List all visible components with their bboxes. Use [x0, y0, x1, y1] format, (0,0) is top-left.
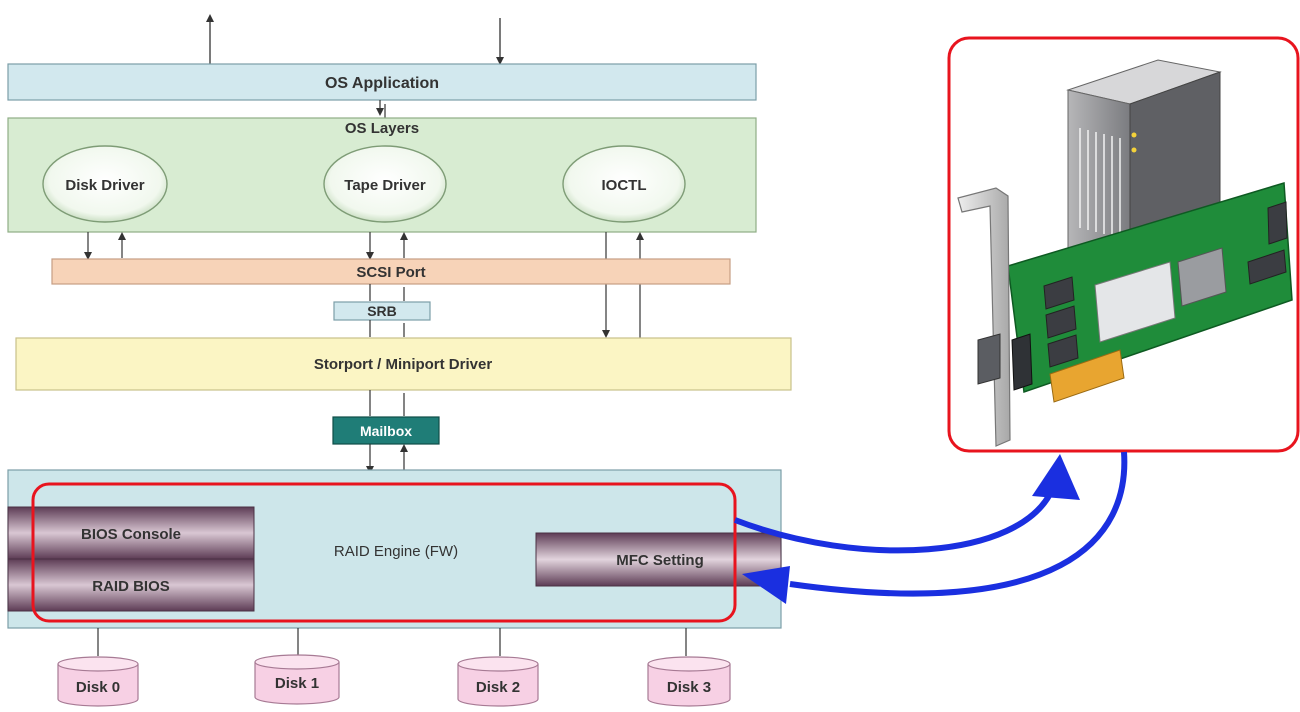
disk-0: Disk 0 [57, 656, 139, 707]
scsi-port-label: SCSI Port [356, 264, 425, 281]
disk-driver-label: Disk Driver [65, 177, 144, 194]
raid-bios-label: RAID BIOS [92, 578, 170, 595]
disk-3: Disk 3 [647, 656, 731, 707]
raid-engine-highlight [31, 482, 737, 623]
ioctl-label: IOCTL [602, 177, 647, 194]
disk-2-label: Disk 2 [476, 679, 520, 696]
ioctl-ellipse: IOCTL [562, 145, 686, 223]
bios-console-label: BIOS Console [81, 526, 181, 543]
disk-0-label: Disk 0 [76, 679, 120, 696]
raid-controller-card-icon [957, 182, 1293, 447]
ioctl-storport-connectors [602, 232, 644, 338]
srb-box: SRB [333, 301, 431, 321]
storport-driver-bar: Storport / Miniport Driver [15, 337, 792, 391]
config-flow-arrows [733, 451, 1128, 604]
os-layers-label: OS Layers [345, 120, 419, 137]
mailbox-label: Mailbox [360, 423, 412, 439]
disk-1: Disk 1 [254, 654, 340, 705]
layers-scsi-connectors [84, 232, 408, 260]
raid-engine-label: RAID Engine (FW) [334, 543, 458, 560]
tape-driver-ellipse: Tape Driver [323, 145, 447, 223]
raid-bios-block: RAID BIOS [7, 558, 255, 612]
tape-driver-label: Tape Driver [344, 177, 426, 194]
scsi-port-bar: SCSI Port [51, 258, 731, 285]
server-tower-icon [1066, 59, 1222, 263]
mfc-setting-block: MFC Setting [535, 532, 782, 587]
disk-3-label: Disk 3 [667, 679, 711, 696]
disk-1-label: Disk 1 [275, 675, 319, 692]
disk-2: Disk 2 [457, 656, 539, 707]
storport-driver-label: Storport / Miniport Driver [314, 356, 493, 373]
mailbox-box: Mailbox [332, 416, 440, 445]
disk-connectors [97, 628, 687, 656]
os-application-label: OS Application [325, 75, 439, 92]
srb-label: SRB [367, 303, 397, 319]
disk-driver-ellipse: Disk Driver [42, 145, 168, 223]
os-application-bar: OS Application [7, 63, 757, 101]
mfc-setting-label: MFC Setting [616, 552, 704, 569]
bios-console-block: BIOS Console [7, 506, 255, 560]
